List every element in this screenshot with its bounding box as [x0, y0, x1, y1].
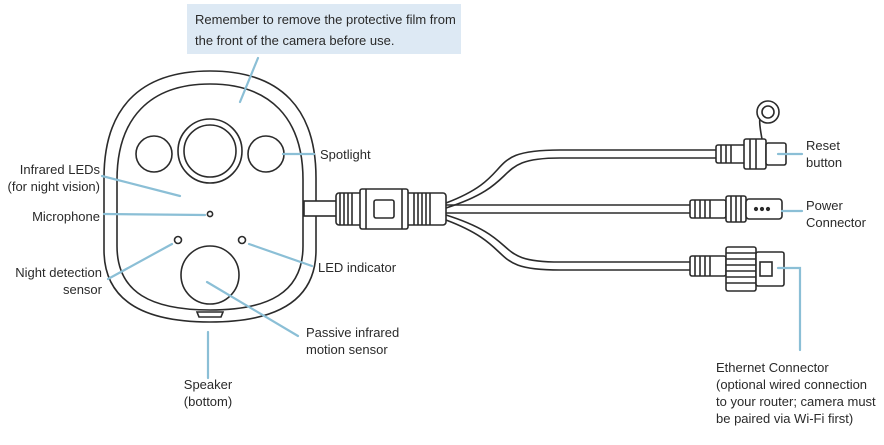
leader-ethernet: [776, 266, 802, 352]
note-box: [187, 4, 461, 54]
label-ethernet-1: Ethernet Connector: [716, 360, 829, 375]
note-line-1: Remember to remove the protective film f…: [195, 12, 456, 27]
led-indicator: [237, 235, 247, 245]
label-microphone: Microphone: [32, 209, 100, 224]
label-night-detection-1: Night detection: [15, 265, 102, 280]
night-detection-sensor: [173, 235, 183, 245]
pir-sensor: [180, 245, 240, 305]
label-ethernet-4: be paired via Wi-Fi first): [716, 411, 853, 426]
label-reset-2: button: [806, 155, 842, 170]
label-reset-1: Reset: [806, 138, 840, 153]
leader-led: [247, 242, 314, 268]
label-speaker-2: (bottom): [184, 394, 232, 409]
label-infrared-leds-2: (for night vision): [8, 179, 100, 194]
leader-microphone: [102, 212, 207, 217]
label-pir-2: motion sensor: [306, 342, 388, 357]
label-infrared-leds-1: Infrared LEDs: [20, 162, 101, 177]
cable-assembly: [303, 100, 787, 292]
leader-night-sensor: [106, 242, 174, 281]
label-spotlight: Spotlight: [320, 147, 371, 162]
microphone-hole: [206, 210, 214, 218]
leader-infrared: [100, 174, 182, 198]
label-led-indicator: LED indicator: [318, 260, 397, 275]
camera-body: [103, 70, 317, 323]
label-pir-1: Passive infrared: [306, 325, 399, 340]
label-power-2: Connector: [806, 215, 867, 230]
label-speaker-1: Speaker: [184, 377, 233, 392]
label-ethernet-2: (optional wired connection: [716, 377, 867, 392]
note-line-2: the front of the camera before use.: [195, 33, 394, 48]
leader-note: [238, 56, 260, 104]
speaker-grille: [195, 311, 225, 318]
camera-lens-inner: [183, 124, 237, 178]
label-ethernet-3: to your router; camera must: [716, 394, 876, 409]
infrared-led-left: [135, 135, 173, 173]
label-power-1: Power: [806, 198, 844, 213]
leader-pir: [205, 280, 300, 338]
label-night-detection-2: sensor: [63, 282, 103, 297]
camera-lens-outer: [177, 118, 243, 184]
